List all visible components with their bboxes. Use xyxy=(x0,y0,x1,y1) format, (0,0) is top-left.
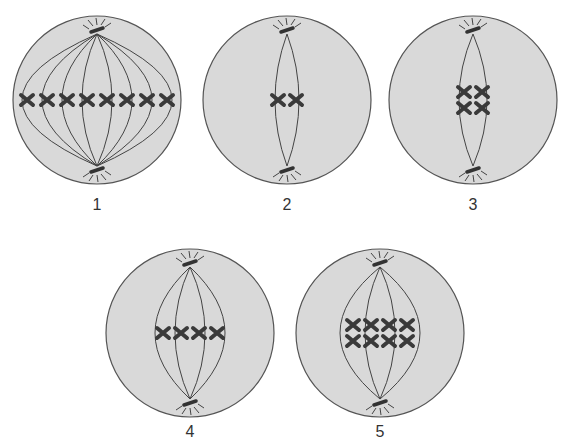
figure-number: 4 xyxy=(186,423,195,441)
cell xyxy=(203,16,371,184)
figure-number: 1 xyxy=(93,196,102,214)
cell xyxy=(389,16,557,184)
spindle-fibers xyxy=(22,34,172,166)
cell xyxy=(13,16,181,184)
figure-number: 5 xyxy=(376,423,385,441)
cell xyxy=(296,249,464,417)
figure-number: 2 xyxy=(283,196,292,214)
cell xyxy=(106,249,274,417)
figure-number: 3 xyxy=(469,196,478,214)
